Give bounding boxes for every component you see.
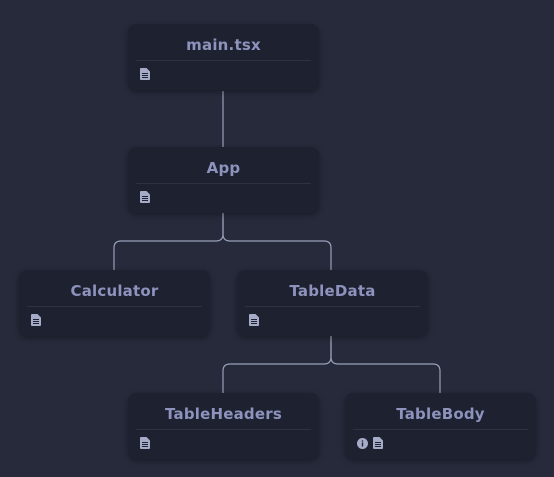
file-icon[interactable] (373, 437, 383, 449)
node-title: main.tsx (186, 36, 261, 54)
node-divider (136, 183, 311, 184)
file-icon[interactable] (140, 191, 150, 203)
node-divider (27, 306, 202, 307)
node-divider (136, 60, 311, 61)
node-app[interactable]: App (128, 147, 319, 213)
file-icon[interactable] (140, 68, 150, 80)
edge-app-tabledata (222, 213, 332, 270)
file-icon[interactable] (140, 437, 150, 449)
node-divider (136, 429, 311, 430)
node-calculator[interactable]: Calculator (19, 270, 210, 336)
file-icon[interactable] (31, 314, 41, 326)
node-title: TableData (289, 282, 376, 300)
edge-tabledata-tablebody (330, 336, 441, 393)
info-icon[interactable] (357, 437, 368, 449)
node-divider (353, 429, 528, 430)
node-main-tsx[interactable]: main.tsx (128, 24, 319, 90)
node-tabledata[interactable]: TableData (237, 270, 428, 336)
node-title: Calculator (70, 282, 159, 300)
edge-tabledata-tableheaders (222, 336, 332, 393)
node-divider (245, 306, 420, 307)
node-title: TableHeaders (165, 405, 282, 423)
file-icon[interactable] (249, 314, 259, 326)
node-tableheaders[interactable]: TableHeaders (128, 393, 319, 459)
node-title: TableBody (396, 405, 485, 423)
edge-app-calculator (113, 213, 224, 270)
node-title: App (206, 159, 241, 177)
node-tablebody[interactable]: TableBody (345, 393, 536, 459)
